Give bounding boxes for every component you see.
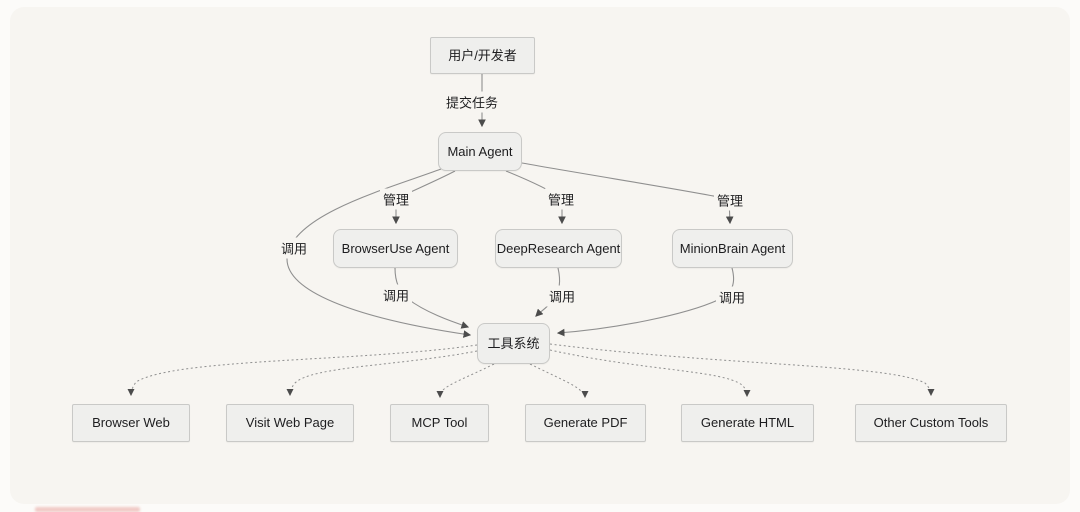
node-browseruse-agent: BrowserUse Agent	[333, 229, 458, 268]
edge-label-call-from-browseruse: 调用	[379, 284, 413, 306]
edge-label-call-from-main: 调用	[277, 237, 311, 259]
edge-minionbrain-to-toolsystem	[556, 267, 735, 337]
edge-toolsystem-to-generate-pdf	[529, 363, 589, 399]
edge-toolsystem-to-browser-web	[127, 344, 478, 397]
node-user-developer: 用户/开发者	[430, 37, 535, 74]
node-deepresearch-agent: DeepResearch Agent	[495, 229, 622, 268]
edge-label-manage-deepresearch: 管理	[544, 188, 578, 210]
edge-label-call-from-minionbrain: 调用	[715, 286, 749, 308]
node-minionbrain-agent: MinionBrain Agent	[672, 229, 793, 268]
edge-toolsystem-to-mcp-tool	[436, 363, 495, 399]
node-tool-system: 工具系统	[477, 323, 550, 364]
node-other-custom-tools: Other Custom Tools	[855, 404, 1007, 442]
edge-label-call-from-deepresearch: 调用	[545, 285, 579, 307]
node-generate-pdf: Generate PDF	[525, 404, 646, 442]
edge-toolsystem-to-generate-html	[549, 349, 751, 398]
edge-label-submit-task: 提交任务	[442, 91, 502, 113]
edge-label-manage-browseruse: 管理	[379, 188, 413, 210]
node-main-agent: Main Agent	[438, 132, 522, 171]
node-generate-html: Generate HTML	[681, 404, 814, 442]
node-mcp-tool: MCP Tool	[390, 404, 489, 442]
bottom-edge-red-artifact	[35, 507, 140, 512]
edge-toolsystem-to-other-custom-tools	[549, 343, 935, 397]
edge-label-manage-minionbrain: 管理	[713, 189, 747, 211]
node-visit-web-page: Visit Web Page	[226, 404, 354, 442]
edge-toolsystem-to-visit-web-page	[286, 350, 478, 397]
node-browser-web: Browser Web	[72, 404, 190, 442]
